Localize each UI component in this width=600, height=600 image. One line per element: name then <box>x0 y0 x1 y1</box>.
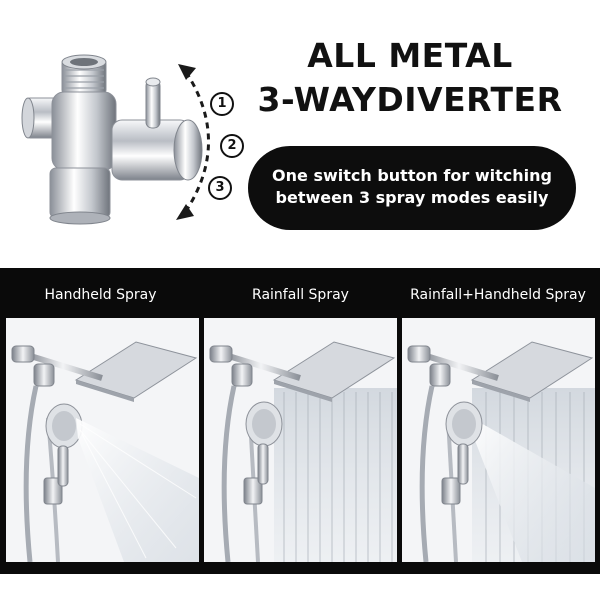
rainfall-handheld-spray-illustration <box>407 341 595 562</box>
headline-line-2: 3-WAYDIVERTER <box>257 80 563 119</box>
bottom-margin <box>0 574 600 600</box>
diverter-valve-image <box>21 54 203 225</box>
handheld-spray-illustration <box>11 341 199 562</box>
mode-image-rainfall-handheld <box>402 318 595 562</box>
feature-pill: One switch button for witching between 3… <box>248 146 576 230</box>
mode-label-rainfall-handheld: Rainfall+Handheld Spray <box>410 287 586 303</box>
rainfall-spray-illustration <box>209 341 397 562</box>
headline: ALL METAL 3-WAYDIVERTER <box>240 34 580 122</box>
mode-image-handheld <box>6 318 199 562</box>
rotation-arrow-icon <box>176 64 210 220</box>
pill-line-2: between 3 spray modes easily <box>275 188 549 207</box>
hero-section: 1 2 3 ALL METAL 3-WAYDIVERTER One switch… <box>0 0 600 270</box>
step-badge-3: 3 <box>208 176 232 200</box>
mode-image-rainfall <box>204 318 397 562</box>
step-badge-1: 1 <box>210 92 234 116</box>
headline-line-1: ALL METAL <box>307 36 513 75</box>
pill-line-1: One switch button for witching <box>272 166 552 185</box>
mode-label-handheld: Handheld Spray <box>44 287 157 303</box>
mode-label-rainfall: Rainfall Spray <box>252 287 349 303</box>
step-badge-2: 2 <box>220 134 244 158</box>
